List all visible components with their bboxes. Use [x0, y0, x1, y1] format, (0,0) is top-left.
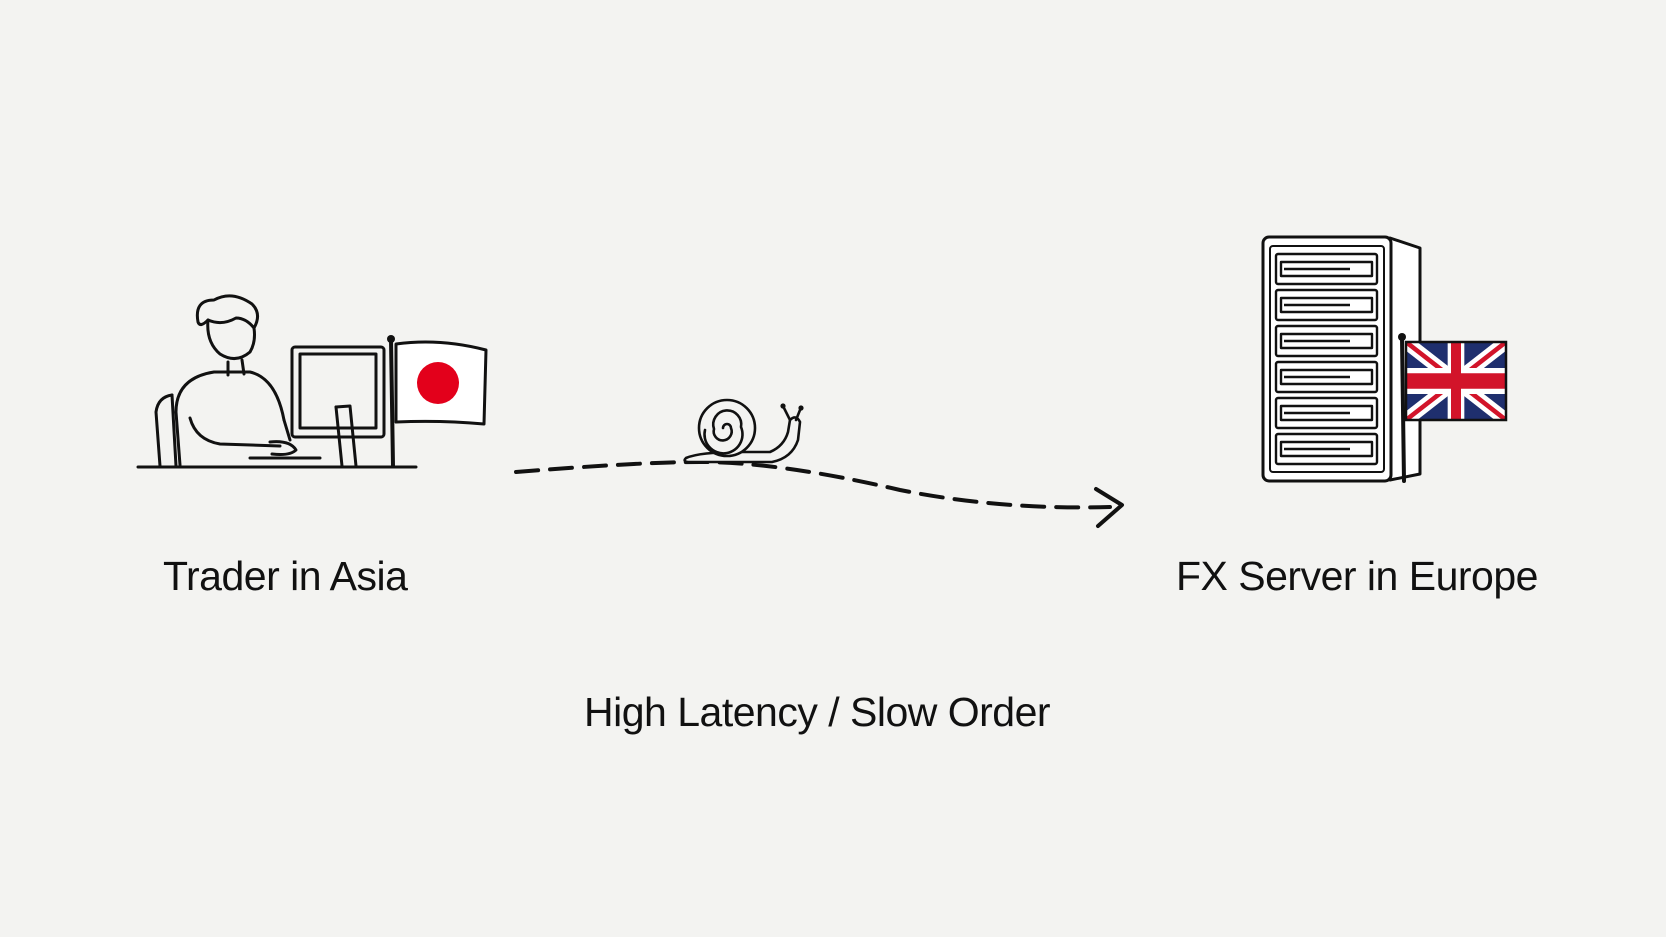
latency-label: High Latency / Slow Order — [584, 689, 1051, 735]
uk-flag-icon — [1398, 333, 1508, 483]
latency-connection-arrow — [514, 459, 1124, 528]
trader-label: Trader in Asia — [163, 553, 408, 599]
server-rack-icon — [1261, 235, 1422, 483]
snail-icon — [683, 398, 804, 464]
arrowhead-icon — [1094, 487, 1124, 528]
japan-flag-icon — [387, 335, 488, 468]
trader-at-desk-icon — [136, 294, 418, 469]
server-label: FX Server in Europe — [1176, 553, 1538, 599]
